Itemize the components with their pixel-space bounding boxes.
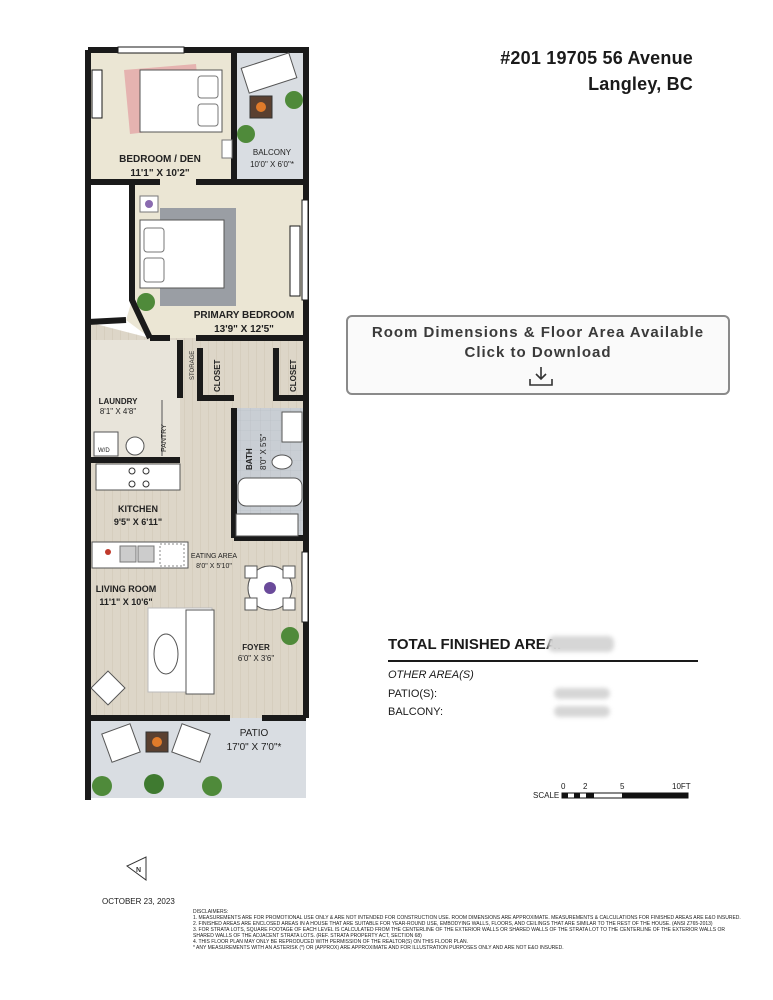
side-table-den (221, 139, 233, 159)
north-letter: N (136, 867, 141, 874)
lamp-icon (145, 200, 153, 208)
dining-centerpiece (264, 582, 276, 594)
label-eating-area: EATING AREA (191, 553, 237, 560)
scale-tick-10: 10FT (672, 782, 691, 791)
label-foyer: FOYER (242, 643, 270, 652)
dims-eating-area: 8'0" X 5'10" (196, 563, 232, 570)
dims-bedroom-den: 11'1" X 10'2" (130, 168, 190, 179)
plant-patio-1 (92, 776, 112, 796)
disclaimer-line: * ANY MEASUREMENTS WITH AN ASTERISK (*) … (193, 945, 564, 951)
pillow-primary-1 (143, 227, 165, 253)
total-area-rule (388, 660, 698, 662)
bathtub (237, 477, 303, 507)
plan-date: OCTOBER 23, 2023 (102, 897, 175, 906)
disclaimer-line: 1. MEASUREMENTS ARE FOR PROMOTIONAL USE … (193, 915, 741, 921)
other-areas-label: OTHER AREA(S) (388, 669, 474, 681)
floor-plan: BEDROOM / DEN 11'1" X 10'2" BALCONY 10'0… (85, 46, 309, 800)
scale-label: SCALE (533, 791, 560, 800)
pillow-den-1 (197, 75, 219, 99)
disclaimer-line: 4. THIS FLOOR PLAN MAY ONLY BE REPRODUCE… (193, 939, 469, 945)
label-storage: STORAGE (190, 351, 196, 380)
sink-2 (137, 545, 155, 563)
plant-balcony-1 (285, 91, 303, 109)
download-panel-title: Room Dimensions & Floor Area Available (371, 324, 705, 341)
dims-bath: 8'0" X 5'5" (259, 434, 268, 470)
address-line-1: #201 19705 56 Avenue (500, 48, 693, 68)
patio-chair-2 (171, 723, 211, 763)
disclaimer-line: DISCLAIMERS: (193, 909, 229, 915)
label-primary-bedroom: PRIMARY BEDROOM (194, 310, 295, 321)
stove-burners (128, 467, 150, 488)
patio-area-label: PATIO(S): (388, 688, 438, 700)
patio-flame (152, 737, 162, 747)
disclaimer-line: SHARED WALLS OF THE ADJACENT STRATA LOTS… (193, 933, 422, 939)
sofa (185, 609, 215, 695)
armchair (90, 670, 126, 706)
scale-bar (561, 792, 689, 799)
pillow-primary-2 (143, 257, 165, 283)
dims-patio: 17'0" X 7'0"* (227, 742, 282, 753)
patio-chair-1 (101, 723, 141, 763)
plant-balcony-2 (237, 125, 255, 143)
vanity-sink (281, 411, 303, 443)
disclaimers: DISCLAIMERS: 1. MEASUREMENTS ARE FOR PRO… (193, 909, 741, 951)
fruit-bowl (105, 549, 111, 555)
windows (91, 46, 309, 623)
pillow-den-2 (197, 103, 219, 127)
patio-area-value-redacted (554, 688, 610, 699)
address-line-2: Langley, BC (588, 74, 693, 94)
label-kitchen: KITCHEN (118, 504, 158, 514)
dims-foyer: 6'0" X 3'6" (238, 654, 274, 663)
island-seating (159, 543, 185, 567)
download-icon[interactable] (528, 365, 554, 387)
label-closet-2: CLOSET (289, 359, 298, 392)
washer-dryer (93, 431, 119, 457)
dims-living-room: 11'1" X 10'6" (99, 597, 152, 607)
scale-tick-0: 0 (561, 782, 566, 791)
disclaimer-line: 2. FINISHED AREAS ARE ENCLOSED AREAS IN … (193, 921, 713, 927)
label-pantry: PANTRY (161, 424, 168, 452)
balcony-area-label: BALCONY: (388, 706, 444, 718)
toilet (271, 454, 293, 470)
dining-chair-3 (244, 597, 258, 611)
label-laundry: LAUNDRY (99, 397, 138, 406)
total-finished-area-label: TOTAL FINISHED AREA: (388, 636, 562, 653)
coffee-table (153, 633, 179, 675)
kitchen-counter (95, 463, 181, 491)
dining-chair-1 (244, 565, 258, 579)
label-closet-1: CLOSET (213, 359, 222, 392)
dining-chair-4 (282, 597, 296, 611)
total-area-value-redacted (548, 636, 614, 652)
firepit-flame (256, 102, 266, 112)
water-heater (125, 436, 145, 456)
scale-tick-5: 5 (620, 782, 625, 791)
plant-patio-2 (144, 774, 164, 794)
north-arrow-icon: N (126, 856, 147, 881)
scale-tick-2: 2 (583, 782, 588, 791)
lounge-chair (240, 52, 298, 94)
label-bedroom-den: BEDROOM / DEN (119, 154, 201, 165)
dims-primary-bedroom: 13'9" X 12'5" (214, 324, 274, 335)
bath-cabinet (235, 513, 299, 537)
label-balcony: BALCONY (253, 148, 292, 157)
label-bath: BATH (245, 448, 254, 470)
dining-chair-2 (282, 565, 296, 579)
sink-1 (119, 545, 137, 563)
label-wd: W/D (98, 448, 110, 454)
dims-balcony: 10'0" X 6'0"* (250, 160, 294, 169)
plant-foyer (281, 627, 299, 645)
balcony-area-value-redacted (554, 706, 610, 717)
download-panel[interactable]: Room Dimensions & Floor Area Available C… (346, 315, 730, 395)
plant-primary (137, 293, 155, 311)
download-panel-subtitle: Click to Download (464, 344, 612, 361)
plant-patio-3 (202, 776, 222, 796)
dims-kitchen: 9'5" X 6'11" (114, 517, 162, 527)
label-patio: PATIO (240, 728, 269, 739)
dims-laundry: 8'1" X 4'8" (100, 407, 136, 416)
label-living-room: LIVING ROOM (96, 584, 157, 594)
disclaimer-line: 3. FOR STRATA LOTS, SQUARE FOOTAGE OF EA… (193, 927, 725, 933)
